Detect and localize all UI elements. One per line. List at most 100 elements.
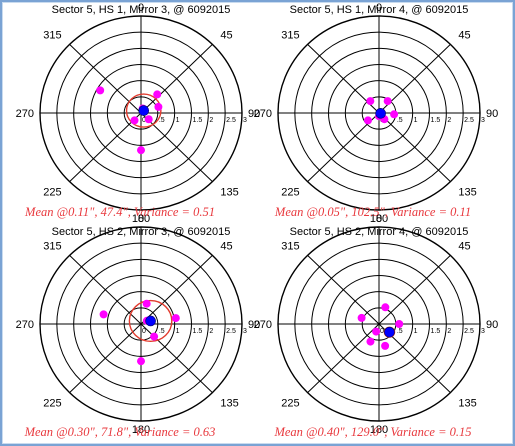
angle-label: 225 [43,398,61,410]
grid-spoke [307,112,380,182]
angle-label: 0 [138,2,144,14]
grid-spoke [378,112,451,182]
angle-label: 270 [254,108,272,120]
polar-chart-2: Sector 5, HS 1, Mirror 4, @ 609201504590… [254,2,499,225]
data-point [357,313,366,322]
angle-label: 270 [254,319,272,331]
radial-tick-label: 2.5 [226,117,236,124]
angle-label: 90 [248,319,260,331]
radial-tick-label: 1.5 [431,328,441,335]
data-point [171,314,180,323]
radial-tick-label: 0 [142,328,146,335]
angle-label: 0 [376,2,382,14]
radial-tick-label: 2.5 [226,328,236,335]
radial-tick-label: 3 [243,117,247,124]
angle-label: 90 [486,319,498,331]
data-point [372,327,381,336]
angle-label: 135 [220,398,238,410]
data-point [130,116,139,125]
grid-spoke [69,44,142,114]
data-point [96,86,105,95]
angle-label: 180 [370,424,388,436]
mean-marker [384,326,395,338]
angle-label: 45 [458,29,470,41]
data-point [363,116,372,125]
radial-tick-label: 1 [414,328,418,335]
angle-label: 135 [458,187,476,199]
radial-tick-label: 3 [481,117,485,124]
radial-tick-label: 2 [447,328,451,335]
grid-spoke [69,255,142,325]
data-point [395,320,404,328]
radial-tick-label: 1.5 [193,328,203,335]
grid-spoke [307,255,380,325]
angle-label: 225 [281,398,299,410]
angle-label: 0 [376,213,382,225]
data-point [153,90,162,99]
radial-tick-label: 2.5 [464,328,474,335]
mean-variance-caption: Mean @0.05", 102.5", Variance = 0.11 [274,205,471,219]
angle-label: 45 [220,240,232,252]
data-point [381,341,390,350]
grid-spoke [69,323,142,393]
grid-spoke [69,112,142,182]
angle-label: 180 [370,213,388,225]
data-point [142,299,151,308]
data-point [99,310,108,319]
data-point [137,146,145,155]
mean-marker [138,105,150,116]
radial-tick-label: 0 [142,117,146,124]
mean-variance-caption: Mean @0.11", 47.4", Variance = 0.51 [24,205,215,219]
angle-label: 0 [138,213,144,225]
mean-variance-caption: Mean @0.30", 71.8", Variance = 0.63 [24,425,216,439]
angle-label: 135 [220,187,238,199]
angle-label: 315 [43,240,61,252]
data-point [390,110,399,119]
radial-tick-label: 2 [209,328,213,335]
angle-label: 135 [458,398,476,410]
radial-tick-label: .5 [397,117,403,124]
radial-tick-label: 2 [209,117,213,124]
variance-circle [125,93,162,128]
polar-chart-3: Sector 5, HS 2, Mirror 3, @ 609201504590… [16,213,261,439]
polar-chart-4: Sector 5, HS 2, Mirror 4, @ 609201504590… [254,213,499,439]
angle-label: 315 [43,29,61,41]
grid-spoke [307,323,380,393]
variance-circle [128,299,173,343]
angle-label: 270 [16,108,34,120]
radial-tick-label: 1.5 [431,117,441,124]
grid-spoke [140,44,213,114]
angle-label: 45 [458,240,470,252]
data-point [366,97,375,106]
angle-label: 315 [281,29,299,41]
polar-chart-1: Sector 5, HS 1, Mirror 3, @ 609201504590… [16,2,261,225]
angle-label: 315 [281,240,299,252]
grid-spoke [140,255,213,325]
angle-label: 180 [132,424,150,436]
angle-label: 225 [43,187,61,199]
data-point [381,303,390,312]
data-point [144,115,153,124]
grid-spoke [378,255,451,325]
data-point [383,97,392,106]
chart-title: Sector 5, HS 1, Mirror 3, @ 6092015 [52,4,231,16]
radial-tick-label: .5 [159,117,165,124]
radial-tick-label: 2 [447,117,451,124]
radial-tick-label: 1 [414,117,418,124]
angle-label: 225 [281,187,299,199]
radial-tick-label: 1 [176,328,180,335]
radial-tick-label: 1.5 [193,117,203,124]
mean-marker [375,108,386,119]
data-point [150,332,159,341]
mean-marker [145,315,156,327]
data-point [366,337,375,346]
radial-tick-label: .5 [159,328,165,335]
radial-tick-label: 0 [380,328,384,335]
data-point [154,102,163,111]
angle-label: 180 [132,213,150,225]
angle-label: 90 [486,108,498,120]
chart-title: Sector 5, HS 1, Mirror 4, @ 6092015 [290,4,469,16]
radial-tick-label: 3 [481,328,485,335]
angle-label: 270 [16,319,34,331]
